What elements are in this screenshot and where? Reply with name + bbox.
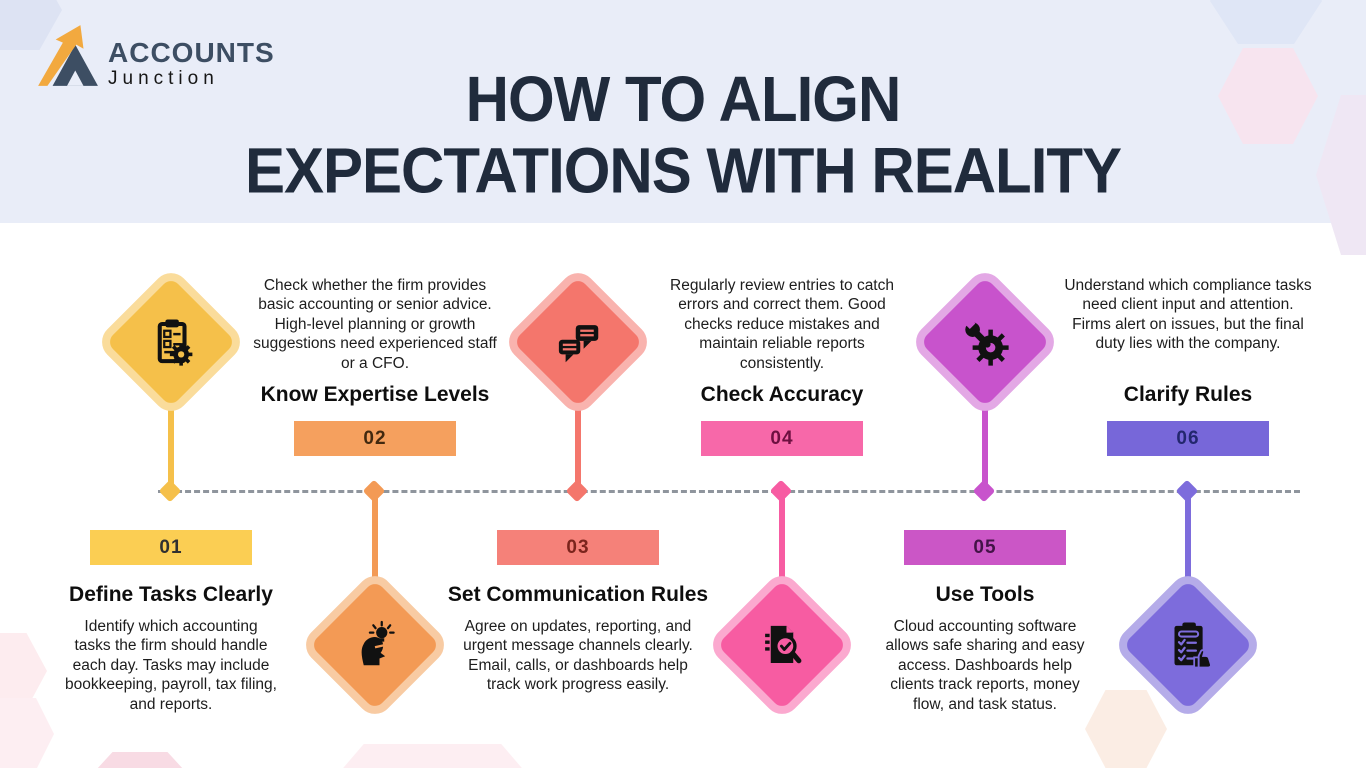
timeline-item-know-expertise: Check whether the firm provides basic ac… — [245, 223, 505, 768]
hexagon-decoration — [85, 752, 195, 768]
step-heading: Know Expertise Levels — [260, 383, 490, 406]
page-title: HOW TO ALIGN EXPECTATIONS WITH REALITY — [0, 64, 1366, 206]
logo-name: ACCOUNTS — [108, 37, 275, 68]
step-heading: Define Tasks Clearly — [69, 583, 273, 606]
clipboard-thumbs-up-icon — [1174, 622, 1212, 669]
step-number-badge: 06 — [1107, 421, 1269, 456]
title-line-2: EXPECTATIONS WITH REALITY — [244, 135, 1122, 207]
step-description: Agree on updates, reporting, and urgent … — [463, 618, 693, 694]
clipboard-checklist-gear-icon — [157, 319, 193, 366]
step-diamond — [908, 265, 1062, 419]
hexagon-decoration — [0, 633, 47, 709]
accounts-junction-logo-icon — [38, 25, 98, 86]
step-heading: Check Accuracy — [700, 383, 864, 406]
timeline-node-diamond — [362, 479, 386, 503]
step-diamond — [705, 568, 859, 722]
step-heading: Use Tools — [935, 583, 1035, 606]
connector-line — [168, 342, 174, 494]
logo-subname: Junction — [108, 68, 219, 89]
step-description: Regularly review entries to catch errors… — [670, 277, 894, 372]
timeline-item-clarify-rules: Understand which compliance tasks need c… — [1058, 223, 1318, 768]
step-diamond — [1111, 568, 1265, 722]
step-diamond — [298, 568, 452, 722]
step-description: Understand which compliance tasks need c… — [1064, 277, 1312, 353]
timeline-item-communication-rules: 03 Set Communication Rules Agree on upda… — [448, 223, 708, 768]
connector-line — [1185, 490, 1191, 647]
step-number-badge: 04 — [701, 421, 863, 456]
wrench-gear-icon — [964, 317, 1009, 366]
logo-text: ACCOUNTS Junction — [108, 24, 275, 90]
step-heading: Set Communication Rules — [447, 583, 709, 606]
timeline-dashed-line — [158, 490, 1300, 493]
timeline-node-diamond — [158, 479, 182, 503]
step-heading: Clarify Rules — [1123, 383, 1253, 406]
step-number-badge: 05 — [904, 530, 1066, 565]
timeline-node-diamond — [769, 479, 793, 503]
step-description: Cloud accounting software allows safe sh… — [885, 618, 1085, 713]
step-description: Check whether the firm provides basic ac… — [253, 277, 497, 372]
step-diamond — [501, 265, 655, 419]
step-number-badge: 03 — [497, 530, 659, 565]
connector-line — [779, 490, 785, 647]
step-description: Identify which accounting tasks the firm… — [65, 618, 277, 713]
connector-line — [982, 342, 988, 494]
chat-bubbles-icon — [558, 325, 599, 363]
step-number-badge: 02 — [294, 421, 456, 456]
head-lightbulb-icon — [361, 620, 395, 666]
step-diamond — [94, 265, 248, 419]
document-magnifier-check-icon — [765, 625, 802, 664]
timeline-node-diamond — [565, 479, 589, 503]
timeline-item-define-tasks: 01 Define Tasks Clearly Identify which a… — [41, 223, 301, 768]
connector-line — [372, 490, 378, 647]
connector-line — [575, 342, 581, 494]
timeline-item-check-accuracy: Regularly review entries to catch errors… — [652, 223, 912, 768]
timeline-node-diamond — [972, 479, 996, 503]
timeline-node-diamond — [1175, 479, 1199, 503]
step-number-badge: 01 — [90, 530, 252, 565]
title-line-1: HOW TO ALIGN — [465, 64, 902, 136]
header-band — [0, 0, 1366, 223]
timeline-item-use-tools: 05 Use Tools Cloud accounting software a… — [855, 223, 1115, 768]
logo: ACCOUNTS Junction — [34, 24, 275, 90]
